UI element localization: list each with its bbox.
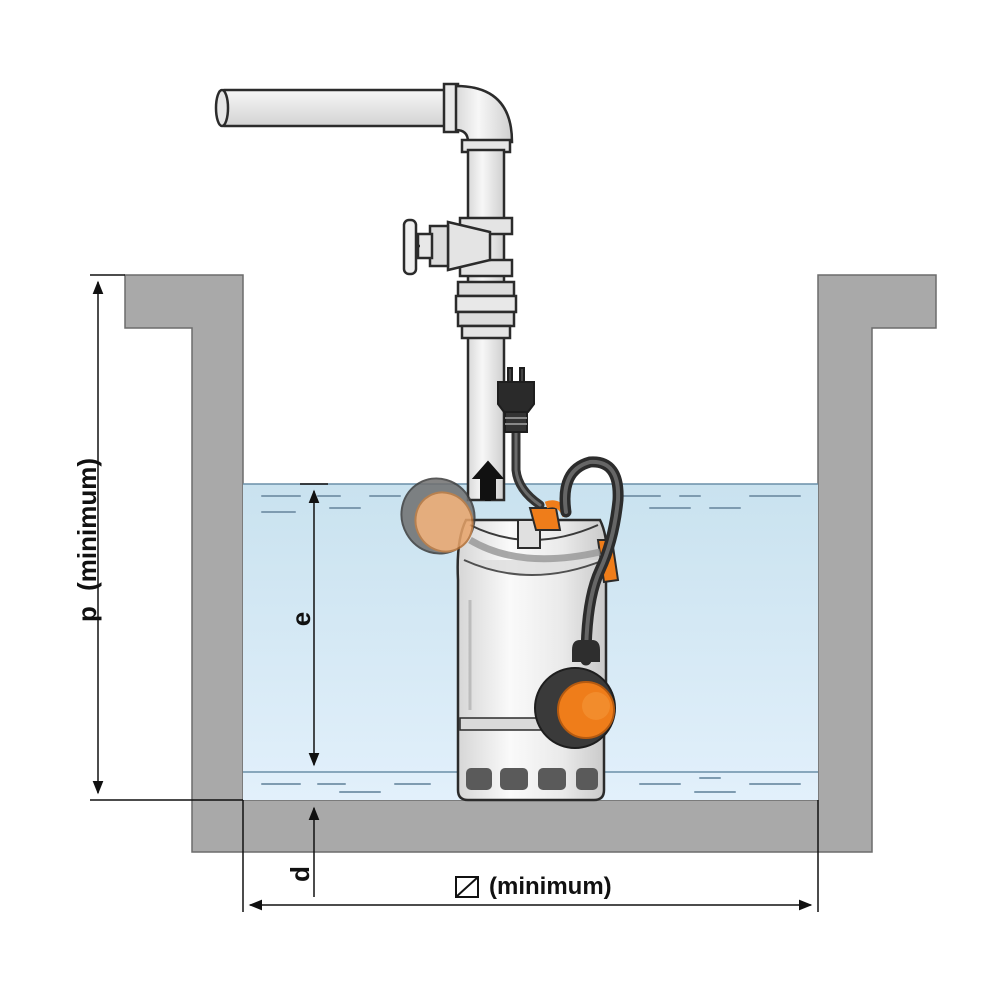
width-symbol-box — [455, 876, 479, 898]
depth-label: p (minimum) — [72, 458, 102, 622]
discharge-pipe — [214, 82, 518, 502]
pump-inlet-slot — [576, 768, 598, 790]
power-cable — [511, 425, 545, 510]
float-switch-icon — [534, 640, 616, 749]
pipe-elbow — [454, 84, 514, 144]
gap-text: d — [285, 866, 315, 882]
water-ripples — [261, 495, 801, 793]
float-switch-raised — [400, 477, 601, 563]
svg-text:p (minimum): p (minimum) — [72, 458, 102, 622]
pipe-horizontal — [218, 88, 452, 128]
level-range-label: e — [286, 612, 316, 626]
float-cable — [559, 456, 624, 666]
width-note-text: (minimum) — [489, 873, 612, 900]
valve-icon — [402, 218, 492, 276]
depth-label-letter: p — [72, 606, 102, 622]
level-range-text: e — [286, 612, 316, 626]
pump-inlet-slot — [466, 768, 492, 790]
pump-inlet-slot — [538, 768, 566, 790]
pump-inlet-slot — [500, 768, 528, 790]
dimension-lines — [90, 274, 819, 912]
width-label: (minimum) — [455, 873, 612, 900]
pump-handle — [528, 507, 562, 531]
up-arrow-icon — [471, 460, 505, 501]
plug-icon — [497, 367, 535, 433]
gap-label: d — [285, 866, 315, 882]
depth-label-note: (minimum) — [72, 458, 102, 591]
